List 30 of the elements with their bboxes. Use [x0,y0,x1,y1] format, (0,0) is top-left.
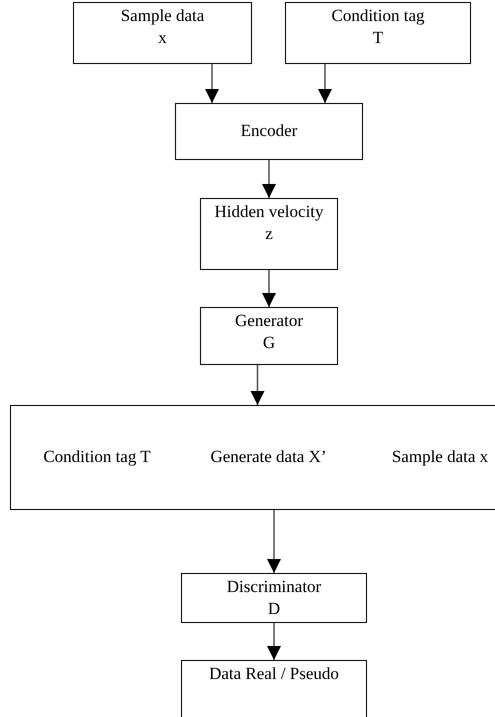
process-box [175,103,363,160]
box-label: T [372,27,384,50]
process-box [181,660,367,717]
arrow [205,64,219,103]
process-box [200,307,338,365]
box-label: x [158,27,167,50]
process-box [285,2,471,64]
box-label: Generator [235,310,303,332]
arrow [262,160,276,198]
process-box [181,573,367,623]
box-label: Condition tag T [42,446,152,468]
box-label: Data Real / Pseudo [209,663,339,685]
box-label: D [268,598,280,620]
arrow [318,64,332,103]
box-label: Generate data X’ [209,446,328,468]
box-label: Condition tag [331,5,425,27]
process-box [200,198,338,270]
arrow [267,510,281,573]
box-label: z [265,223,273,246]
box-label: Encoder [240,120,298,142]
process-box [73,2,252,64]
arrow [267,623,281,660]
box-label: Sample data [120,5,204,27]
box-label: Hidden velocity [214,201,324,223]
box-label: Sample data x [390,446,490,468]
arrow [250,365,264,405]
arrow [262,270,276,307]
box-label: G [262,332,276,354]
process-box [10,405,495,510]
box-label: Discriminator [226,576,322,598]
